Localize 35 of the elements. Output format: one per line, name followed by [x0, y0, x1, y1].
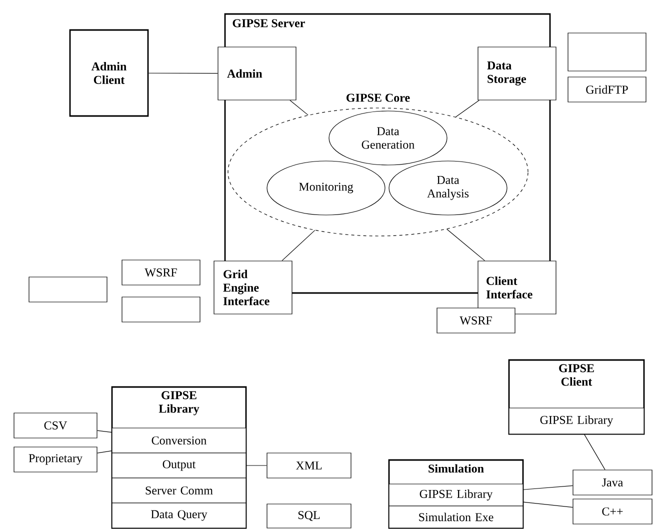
format-box: XML [266, 452, 352, 478]
connector-line [148, 72, 218, 74]
connector-line [97, 450, 112, 454]
table-row: Conversion [112, 428, 246, 454]
language-box: C++ [572, 498, 652, 524]
tech-box [568, 32, 646, 72]
component-box: Grid Engine Interface [214, 260, 292, 314]
format-box: Proprietary [14, 446, 98, 472]
component-box: Admin [218, 46, 296, 100]
component-box: Data Storage [478, 46, 556, 100]
connector-line [446, 228, 486, 261]
format-box: CSV [14, 412, 98, 438]
connector-line [290, 100, 308, 116]
tech-box [122, 296, 200, 322]
tech-box [28, 276, 108, 302]
connector-line [246, 465, 267, 466]
connector-line [523, 502, 573, 508]
tech-box: GridFTP [568, 76, 646, 102]
table-row: GIPSE Library [508, 408, 644, 434]
client-box: Admin Client [69, 29, 149, 117]
table-row: Data Query [112, 502, 246, 528]
table-row: Simulation Exe [388, 506, 524, 528]
format-box: SQL [266, 504, 352, 528]
table-row: GIPSE Library [388, 484, 524, 506]
language-box: Java [572, 470, 652, 496]
connector-line [97, 430, 112, 433]
connector-line [584, 434, 606, 470]
tech-box: WSRF [436, 308, 516, 334]
table-row: Server Comm [112, 478, 246, 504]
node-label: GIPSE Core [346, 94, 410, 102]
connector-line [455, 100, 480, 118]
table-row: Output [112, 452, 246, 478]
tech-box: WSRF [122, 260, 200, 286]
connector-line [523, 485, 573, 490]
connector-line [282, 230, 316, 261]
